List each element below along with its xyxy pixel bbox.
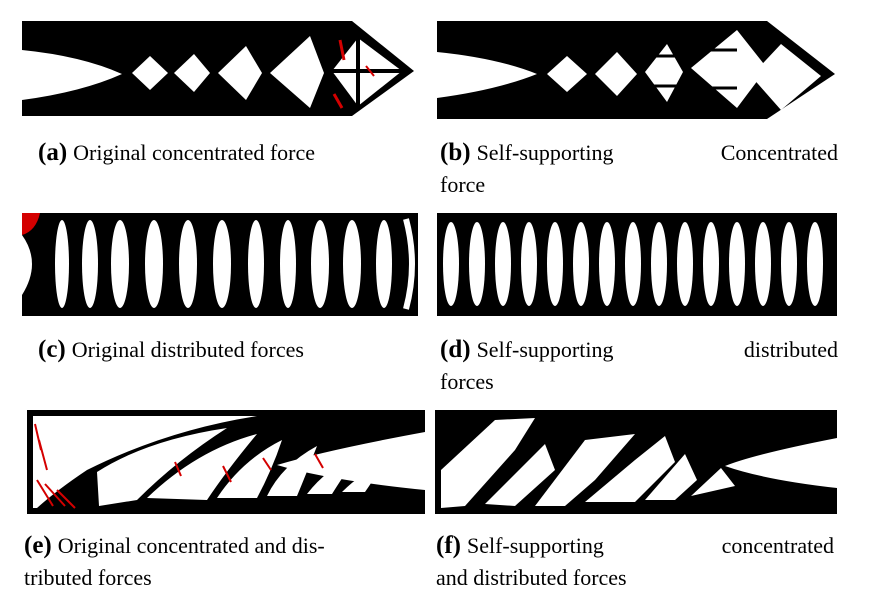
caption-f-text-1b: concentrated <box>721 533 834 558</box>
caption-a-text: Original concentrated force <box>73 140 316 165</box>
caption-d-label: (d) <box>440 336 471 363</box>
caption-b-text-1b: Concentrated <box>720 140 838 165</box>
caption-a: (a)Original concentrated force <box>38 137 418 169</box>
caption-d: (d)Self-supporting distributed forces <box>440 334 838 398</box>
caption-f-label: (f) <box>436 532 461 559</box>
caption-b: (b)Self-supporting Concentrated force <box>440 137 838 201</box>
caption-e: (e)Original concentrated and dis- tribut… <box>24 530 434 594</box>
caption-c-text: Original distributed forces <box>71 337 304 362</box>
caption-c-label: (c) <box>38 336 66 363</box>
caption-f-text-2: and distributed forces <box>436 565 627 590</box>
caption-a-label: (a) <box>38 139 68 166</box>
caption-b-text-2: force <box>440 172 486 197</box>
panel-a-image <box>22 16 417 116</box>
caption-b-label: (b) <box>440 139 471 166</box>
caption-e-label: (e) <box>24 532 52 559</box>
caption-c: (c)Original distributed forces <box>38 334 418 366</box>
caption-d-text-2: forces <box>440 369 494 394</box>
panel-f-image <box>435 410 837 514</box>
caption-d-text-1b: distributed <box>743 337 838 362</box>
caption-e-text-2: tributed forces <box>24 565 152 590</box>
panel-b-image <box>437 16 837 119</box>
caption-f-text-1a: Self-supporting <box>466 533 604 558</box>
panel-e-image <box>27 410 425 514</box>
caption-d-text-1a: Self-supporting <box>476 337 614 362</box>
panel-c-image <box>22 213 418 316</box>
caption-b-text-1a: Self-supporting <box>476 140 614 165</box>
panel-d-image <box>437 213 837 316</box>
caption-e-text-1: Original concentrated and dis- <box>57 533 325 558</box>
caption-f: (f)Self-supporting concentrated and dist… <box>436 530 834 594</box>
